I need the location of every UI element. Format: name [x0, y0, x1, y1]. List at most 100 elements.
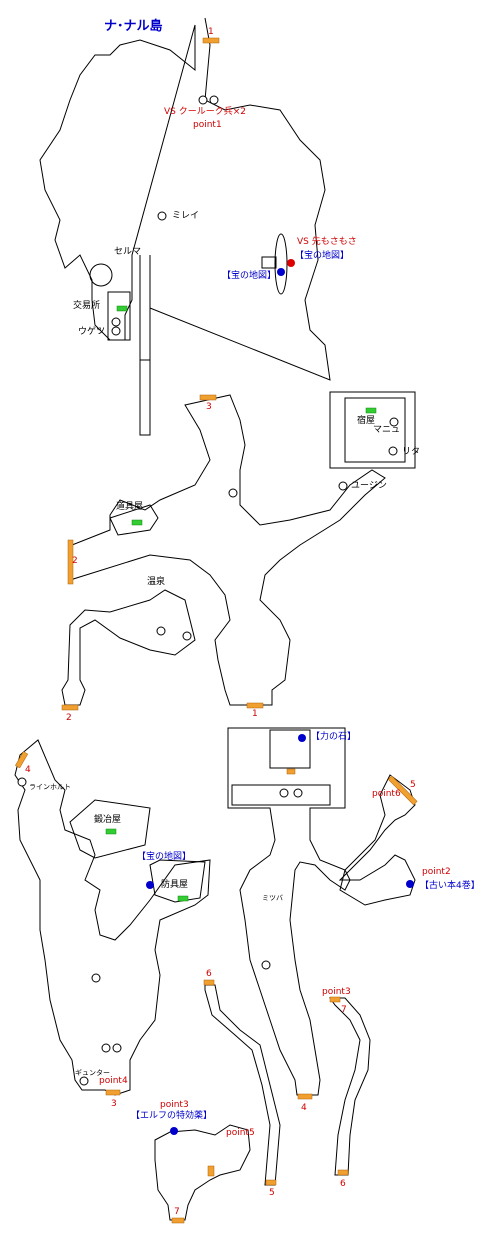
- chikara-label: 【力の石】: [311, 732, 357, 742]
- exit-marker: [67, 539, 74, 585]
- selma-label: セルマ: [114, 247, 142, 257]
- point1-label: point1: [193, 120, 222, 130]
- exit-label-4-top: 4: [25, 765, 31, 775]
- exit-marker: [61, 704, 79, 711]
- exit-marker: [202, 37, 220, 44]
- exit-label-7-right: 7: [341, 1005, 347, 1015]
- exit-marker: [207, 1165, 215, 1177]
- rita-label: リタ: [402, 447, 421, 457]
- point3-right-label: point3: [322, 987, 351, 997]
- exit-label-7-bottom: 7: [174, 1207, 180, 1217]
- shop-marker: [131, 519, 143, 526]
- exit-marker: [337, 1169, 349, 1176]
- marker-circle: [338, 481, 348, 491]
- furui-label: 【古い本4巻】: [420, 881, 480, 891]
- inn-building: [329, 391, 416, 469]
- kyunta-label: ギュンター: [75, 1069, 110, 1077]
- chikara-building: [227, 727, 351, 1096]
- exit-marker: [286, 768, 296, 775]
- shop-marker: [105, 828, 117, 835]
- doguya-label: 道具屋: [116, 502, 144, 512]
- treasure-map-b-label: 【宝の地図】: [222, 271, 277, 281]
- exit-label-3-top: 3: [206, 402, 212, 412]
- shop-marker: [177, 895, 189, 902]
- vs-cool-label: VS クールーク兵×2: [164, 107, 246, 117]
- route-7-6: [329, 997, 371, 1176]
- shop-marker: [116, 305, 128, 312]
- treasure-marker: [146, 881, 154, 889]
- exit-label-4-bottom: 4: [301, 1103, 307, 1113]
- rainhold-label: ラインホルト: [29, 783, 71, 791]
- marker-circle: [198, 95, 208, 105]
- point3-left-label: point3: [160, 1100, 189, 1110]
- map-title: ナ･ナル島: [104, 19, 163, 34]
- corridor-upper: [139, 255, 151, 436]
- marker-circle: [112, 1043, 122, 1053]
- exit-label-6-bottom: 6: [340, 1179, 346, 1189]
- mirei-label: ミレイ: [172, 211, 200, 221]
- onsen-label: 温泉: [147, 577, 166, 587]
- exit-marker: [297, 1093, 313, 1100]
- island-upper-outline: [39, 17, 331, 381]
- marker-circle: [17, 777, 27, 787]
- treasure-marker: [277, 268, 285, 276]
- treasure-marker: [406, 880, 414, 888]
- exit-marker: [246, 702, 264, 709]
- exit-marker: [171, 1217, 185, 1224]
- exit-label-2-bottom: 2: [66, 713, 72, 723]
- ugetsu-label: ウゲツ: [78, 327, 106, 337]
- marker-circle: [279, 788, 289, 798]
- exit-marker: [15, 751, 29, 769]
- marker-circle: [389, 417, 399, 427]
- exit-marker: [265, 1179, 277, 1186]
- kajiya-label: 鍛冶屋: [94, 815, 122, 825]
- koeki-label: 交易所: [73, 301, 101, 311]
- cave-left-outline: [14, 739, 211, 1096]
- point5-label: point5: [226, 1128, 255, 1138]
- armory-building: [69, 799, 151, 859]
- marker-circle: [111, 317, 121, 327]
- marker-circle: [209, 95, 219, 105]
- marker-circle: [111, 326, 121, 336]
- exit-label-1-bottom: 1: [252, 709, 258, 719]
- tool-shop: [109, 504, 159, 536]
- exit-marker: [199, 394, 217, 401]
- shop-marker: [365, 407, 377, 414]
- yadoya-label: 宿屋: [357, 416, 376, 426]
- boss-marker: [287, 259, 295, 267]
- exit-marker: [203, 979, 215, 986]
- vs-boss-label: VS 先もさもさ: [297, 237, 357, 247]
- mizuba-label: ミツバ: [262, 894, 283, 902]
- marker-circle: [156, 626, 166, 636]
- bouguya-label: 防具屋: [161, 880, 189, 890]
- treasure-map-c-label: 【宝の地図】: [137, 852, 192, 862]
- marker-circle: [261, 960, 271, 970]
- exit-marker: [329, 996, 341, 1003]
- marker-circle: [91, 973, 101, 983]
- exit-label-1-top: 1: [208, 27, 214, 37]
- signboard: [261, 256, 277, 269]
- exit-marker: [387, 775, 418, 806]
- treasure-marker: [298, 734, 306, 742]
- marker-circle: [228, 488, 238, 498]
- koeki-room: [107, 291, 131, 341]
- elf-area: [154, 1124, 251, 1221]
- exit-label-2-left: 2: [72, 556, 78, 566]
- onsen-area: [61, 589, 196, 706]
- town-middle-outline: [69, 394, 386, 706]
- point6-label: point6: [372, 789, 401, 799]
- treasure-map-a-label: 【宝の地図】: [295, 251, 350, 261]
- exit-label-5-top: 5: [410, 780, 416, 790]
- exit-label-6-top: 6: [206, 969, 212, 979]
- cave-right-branch: [338, 774, 416, 906]
- boss-stone: [274, 233, 288, 295]
- selma-circle: [89, 263, 113, 287]
- chikara-corridor: [231, 784, 331, 806]
- point4-label: point4: [99, 1076, 128, 1086]
- exit-marker: [105, 1089, 121, 1096]
- yuji-label: ユージン: [351, 481, 387, 491]
- marker-circle: [101, 1043, 111, 1053]
- exit-label-3-bottom: 3: [111, 1099, 117, 1109]
